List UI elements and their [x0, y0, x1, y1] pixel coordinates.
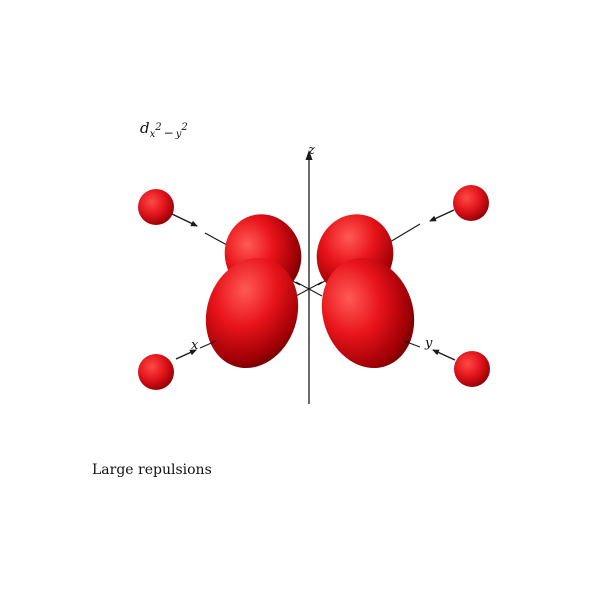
- orbital-operator: −: [163, 126, 174, 140]
- arrow-lower-left: [175, 349, 197, 360]
- orbital-sub-base: x: [149, 129, 156, 140]
- z-axis-arrow: [305, 150, 313, 160]
- orbital-symbol: d: [140, 119, 150, 137]
- y-axis-label: y: [425, 336, 433, 351]
- arrow-lower-right: [432, 349, 456, 361]
- ligand-upper-left: [138, 189, 174, 225]
- x-axis-stub: [199, 340, 217, 349]
- arrow-upper-right: [429, 209, 455, 222]
- z-axis-label: z: [308, 143, 315, 158]
- x-axis-label: x: [191, 338, 199, 353]
- orbital-sub-var2: y: [175, 129, 182, 140]
- node-line-b: [295, 281, 323, 297]
- orbital-subscript: x2−y2: [149, 122, 188, 140]
- ligand-lower-left: [138, 354, 174, 390]
- arrow-upper-left: [171, 213, 198, 227]
- ligand-lower-right: [454, 351, 490, 387]
- caption: Large repulsions: [92, 462, 212, 478]
- orbital-label: dx2−y2: [140, 119, 188, 140]
- ligand-upper-right: [453, 185, 489, 221]
- lobe-front-right: [321, 257, 415, 369]
- y-axis-stub: [403, 340, 421, 348]
- orbital-sub-exp1: 2: [155, 122, 162, 133]
- orbital-sub-exp2: 2: [181, 122, 188, 133]
- lobe-front-left: [205, 257, 299, 369]
